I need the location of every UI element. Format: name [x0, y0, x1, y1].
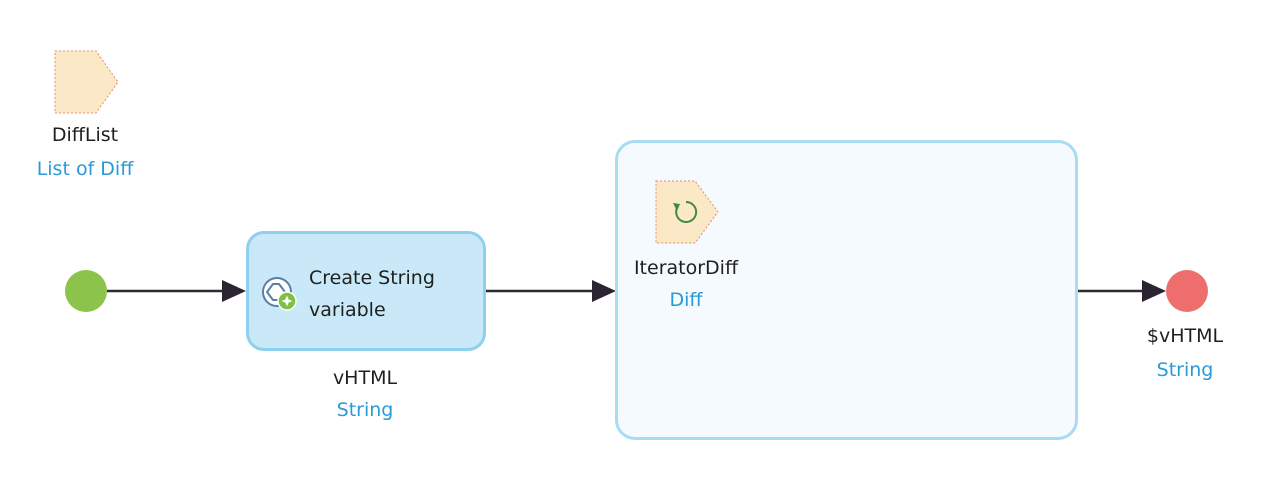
- activity-output-type: String: [336, 399, 394, 421]
- sequence-flow-loop-to-end[interactable]: [1078, 280, 1166, 302]
- activity-caption-line1: Create String: [309, 267, 435, 289]
- end-return-value: $vHTML: [1146, 325, 1224, 347]
- create-variable-icon: [262, 277, 297, 311]
- parameter-icon[interactable]: [54, 50, 120, 114]
- activity-output-name: vHTML: [332, 367, 398, 389]
- iterator-name: IteratorDiff: [633, 257, 739, 279]
- parameter-name: DiffList: [51, 124, 119, 146]
- end-return-type: String: [1156, 359, 1214, 381]
- start-event[interactable]: [65, 270, 107, 312]
- loop-arrow-icon: [673, 200, 698, 223]
- iterator-type: Diff: [669, 289, 703, 311]
- sequence-flow-start-to-activity[interactable]: [107, 280, 246, 302]
- end-event[interactable]: [1166, 270, 1208, 312]
- activity-caption-line2: variable: [309, 299, 386, 321]
- iterator-icon[interactable]: [655, 180, 721, 244]
- create-variable-activity[interactable]: Create String variable: [246, 231, 486, 351]
- sequence-flow-activity-to-loop[interactable]: [486, 280, 616, 302]
- parameter-type: List of Diff: [36, 158, 134, 180]
